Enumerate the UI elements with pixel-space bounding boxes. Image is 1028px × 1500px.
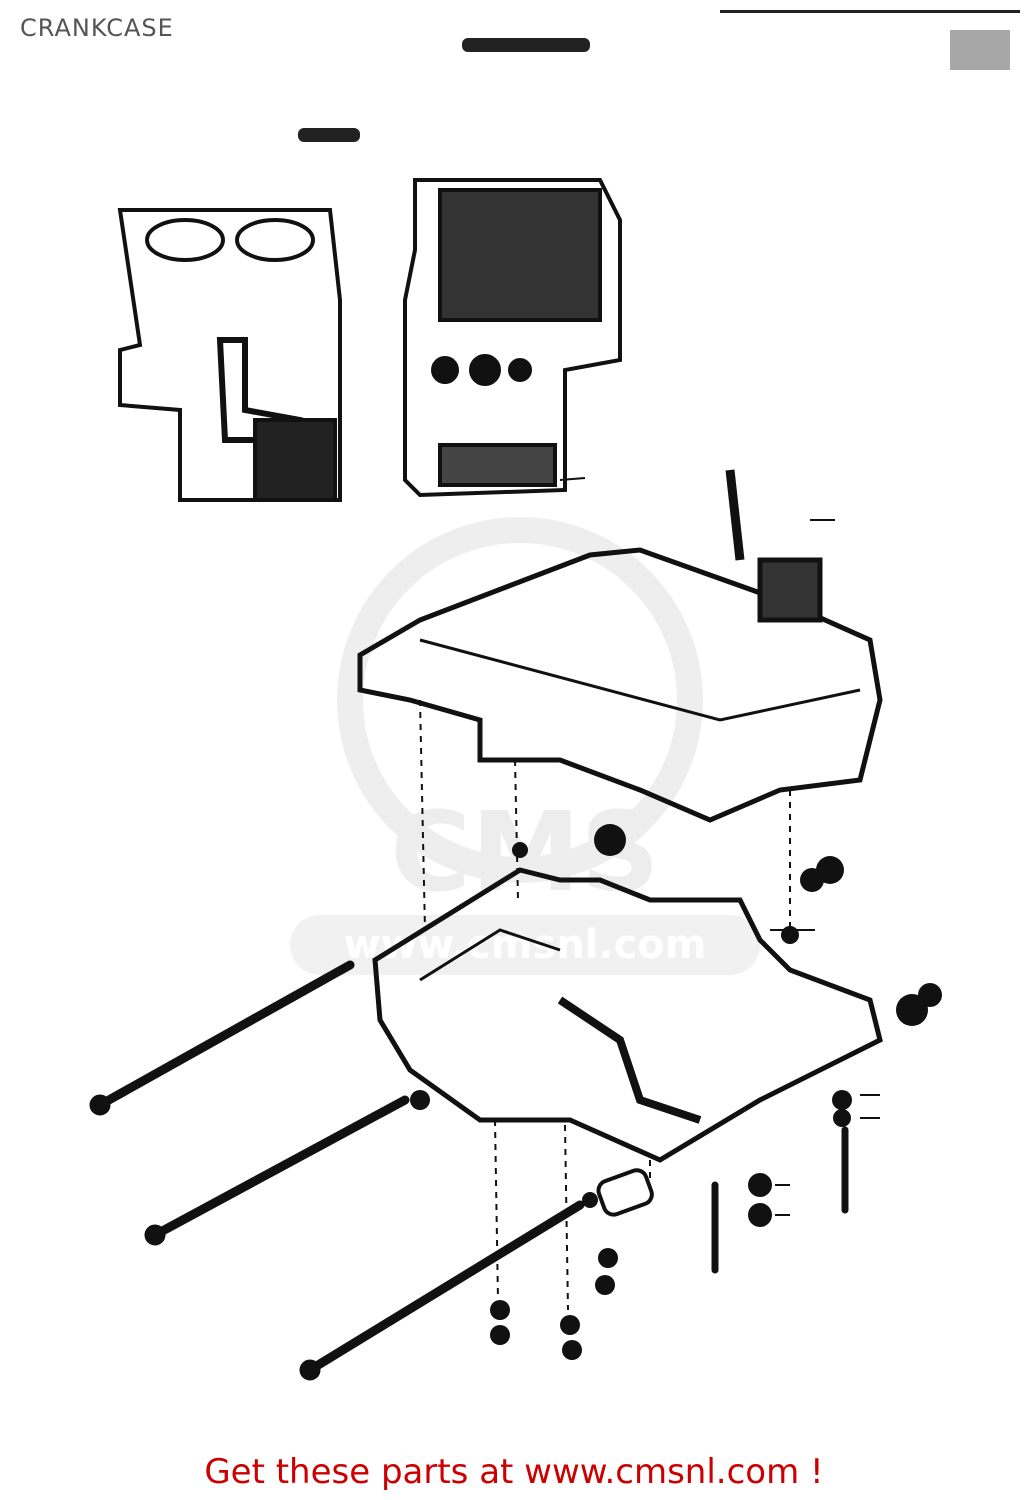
- cylinder-head-cover-view: [117, 208, 342, 502]
- upper-case-top-view: [403, 178, 622, 498]
- cmsnl-link[interactable]: Get these parts at www.cmsnl.com !: [204, 1452, 824, 1492]
- watermark: CMS www.cmsnl.com: [290, 517, 760, 975]
- callout-leaders: [559, 477, 880, 1216]
- alignment-lines: [419, 699, 791, 1311]
- watermark-url: www.cmsnl.com: [344, 922, 707, 968]
- scan-noise: [298, 10, 1020, 142]
- lower-crankcase: [372, 867, 883, 1163]
- drain-plug: [596, 1168, 654, 1217]
- upper-crankcase: [357, 469, 883, 823]
- page-title: CRANKCASE: [20, 14, 174, 42]
- studs: [89, 960, 849, 1381]
